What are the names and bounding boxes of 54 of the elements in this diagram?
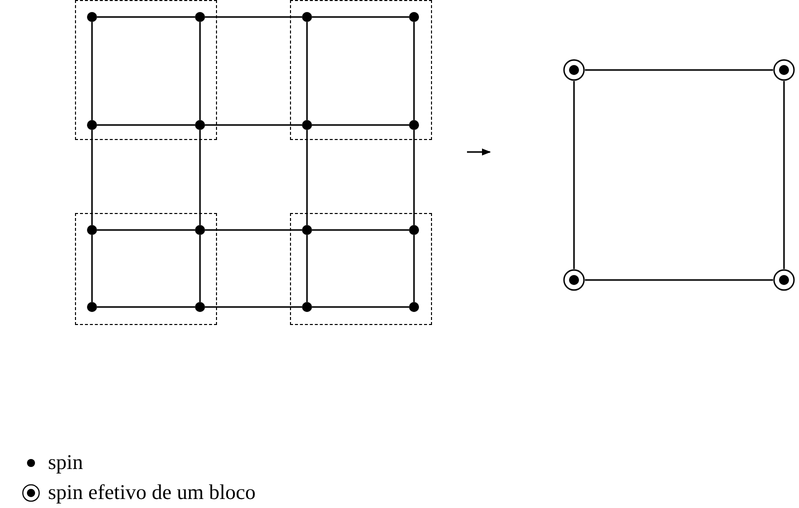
effective-spin: [563, 59, 585, 81]
spin-dot: [302, 12, 312, 22]
lattice-bond: [312, 229, 409, 231]
lattice-bond: [312, 306, 409, 308]
spin-dot: [86, 120, 96, 130]
spin-dot: [408, 224, 418, 234]
lattice-bond: [312, 16, 409, 18]
lattice-bond: [205, 229, 302, 231]
effective-spin: [773, 269, 795, 291]
lattice-bond: [312, 124, 409, 126]
spin-dot: [408, 12, 418, 22]
lattice-bond: [585, 69, 773, 71]
effective-spin: [773, 59, 795, 81]
legend-text: spin efetivo de um bloco: [48, 480, 256, 504]
lattice-bond: [306, 235, 308, 302]
lattice-bond: [413, 235, 415, 302]
lattice-bond: [585, 279, 773, 281]
lattice-bond: [205, 124, 302, 126]
dashed-block: [75, 213, 217, 325]
lattice-bond: [199, 235, 201, 302]
dashed-block: [290, 213, 432, 325]
spin-dot: [86, 12, 96, 22]
lattice-bond: [91, 130, 93, 225]
spin-dot: [194, 120, 204, 130]
spin-dot: [194, 224, 204, 234]
lattice-bond: [97, 229, 195, 231]
spin-dot: [194, 12, 204, 22]
lattice-bond: [97, 306, 195, 308]
spin-dot: [302, 224, 312, 234]
spin-dot: [302, 302, 312, 312]
lattice-bond: [199, 22, 201, 120]
spin-dot: [408, 120, 418, 130]
lattice-bond: [413, 130, 415, 225]
lattice-bond: [97, 16, 195, 18]
lattice-bond: [413, 22, 415, 120]
lattice-bond: [573, 81, 575, 269]
spin-dot: [194, 302, 204, 312]
lattice-bond: [91, 235, 93, 302]
lattice-bond: [783, 81, 785, 269]
lattice-bond: [97, 124, 195, 126]
lattice-bond: [306, 22, 308, 120]
lattice-bond: [199, 130, 201, 225]
spin-dot: [86, 224, 96, 234]
lattice-bond: [91, 22, 93, 120]
legend-text: spin: [48, 450, 84, 474]
spin-dot: [408, 302, 418, 312]
lattice-bond: [205, 16, 302, 18]
effective-spin: [563, 269, 585, 291]
dashed-block: [75, 0, 217, 140]
spin-dot: [86, 302, 96, 312]
dashed-block: [290, 0, 432, 140]
spin-dot: [302, 120, 312, 130]
lattice-bond: [306, 130, 308, 225]
lattice-bond: [205, 306, 302, 308]
